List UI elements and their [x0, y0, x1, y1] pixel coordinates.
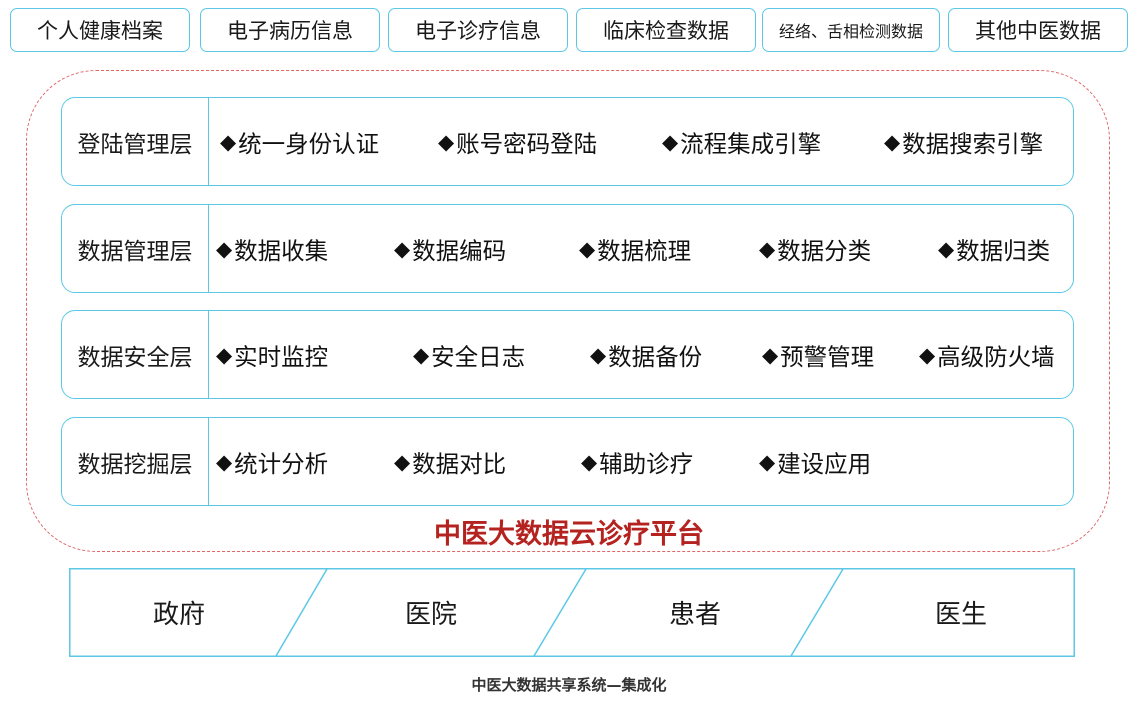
layer-item: ◆统计分析: [216, 449, 329, 478]
diamond-icon: ◆: [590, 342, 607, 367]
layer-item: ◆数据编码: [394, 236, 507, 265]
layer-item: ◆建设应用: [759, 449, 872, 478]
layer-data-security: 数据安全层 ◆实时监控 ◆安全日志 ◆数据备份 ◆预警管理 ◆高级防火墙: [61, 310, 1074, 399]
layer-item: ◆数据对比: [394, 449, 507, 478]
layer-label: 登陆管理层: [62, 98, 209, 185]
diamond-icon: ◆: [938, 236, 955, 261]
role-doctor: 医生: [934, 600, 987, 630]
role-patient: 患者: [668, 600, 721, 630]
diamond-icon: ◆: [662, 129, 679, 154]
layer-data-mining: 数据挖掘层 ◆统计分析 ◆数据对比 ◆辅助诊疗 ◆建设应用: [61, 417, 1074, 506]
layer-item: ◆数据分类: [759, 236, 872, 265]
layer-data-management: 数据管理层 ◆数据收集 ◆数据编码 ◆数据梳理 ◆数据分类 ◆数据归类: [61, 204, 1074, 293]
layer-login-management: 登陆管理层 ◆统一身份认证 ◆账号密码登陆 ◆流程集成引擎 ◆数据搜索引擎: [61, 97, 1074, 186]
layer-item: ◆实时监控: [216, 342, 329, 371]
diamond-icon: ◆: [884, 129, 901, 154]
layer-item: ◆高级防火墙: [919, 342, 1055, 371]
layer-item: ◆账号密码登陆: [438, 129, 598, 158]
data-source-diagnosis: 电子诊疗信息: [388, 8, 568, 52]
diamond-icon: ◆: [579, 236, 596, 261]
layer-item: ◆数据梳理: [579, 236, 692, 265]
diamond-icon: ◆: [919, 342, 936, 367]
data-source-personal-health-record: 个人健康档案: [10, 8, 190, 52]
layer-label: 数据挖掘层: [62, 418, 209, 505]
data-source-other-tcm: 其他中医数据: [948, 8, 1128, 52]
diamond-icon: ◆: [581, 449, 598, 474]
diamond-icon: ◆: [216, 449, 233, 474]
diamond-icon: ◆: [216, 342, 233, 367]
platform-region: [26, 70, 1110, 552]
layer-label: 数据安全层: [62, 311, 209, 398]
layer-item: ◆安全日志: [413, 342, 526, 371]
diamond-icon: ◆: [216, 236, 233, 261]
role-hospital: 医院: [404, 600, 457, 630]
layer-label: 数据管理层: [62, 205, 209, 292]
roles-frame: [69, 568, 1075, 657]
layer-item: ◆辅助诊疗: [581, 449, 694, 478]
diamond-icon: ◆: [762, 342, 779, 367]
user-roles-band: 政府 医院 患者 医生: [69, 568, 1075, 657]
data-source-meridian-tongue: 经络、舌相检测数据: [762, 8, 940, 52]
platform-title: 中医大数据云诊疗平台: [434, 519, 704, 550]
layer-item: ◆数据搜索引擎: [884, 129, 1044, 158]
diamond-icon: ◆: [438, 129, 455, 154]
diamond-icon: ◆: [759, 236, 776, 261]
diamond-icon: ◆: [220, 129, 237, 154]
data-source-emr: 电子病历信息: [200, 8, 380, 52]
figure-caption: 中医大数据共享系统—集成化: [471, 676, 667, 694]
layer-item: ◆统一身份认证: [220, 129, 380, 158]
layer-item: ◆流程集成引擎: [662, 129, 822, 158]
data-source-clinical-exam: 临床检查数据: [576, 8, 756, 52]
layer-item: ◆预警管理: [762, 342, 875, 371]
diamond-icon: ◆: [394, 236, 411, 261]
role-government: 政府: [152, 600, 205, 630]
layer-item: ◆数据归类: [938, 236, 1051, 265]
layer-item: ◆数据收集: [216, 236, 329, 265]
layer-item: ◆数据备份: [590, 342, 703, 371]
diamond-icon: ◆: [394, 449, 411, 474]
diamond-icon: ◆: [413, 342, 430, 367]
diamond-icon: ◆: [759, 449, 776, 474]
